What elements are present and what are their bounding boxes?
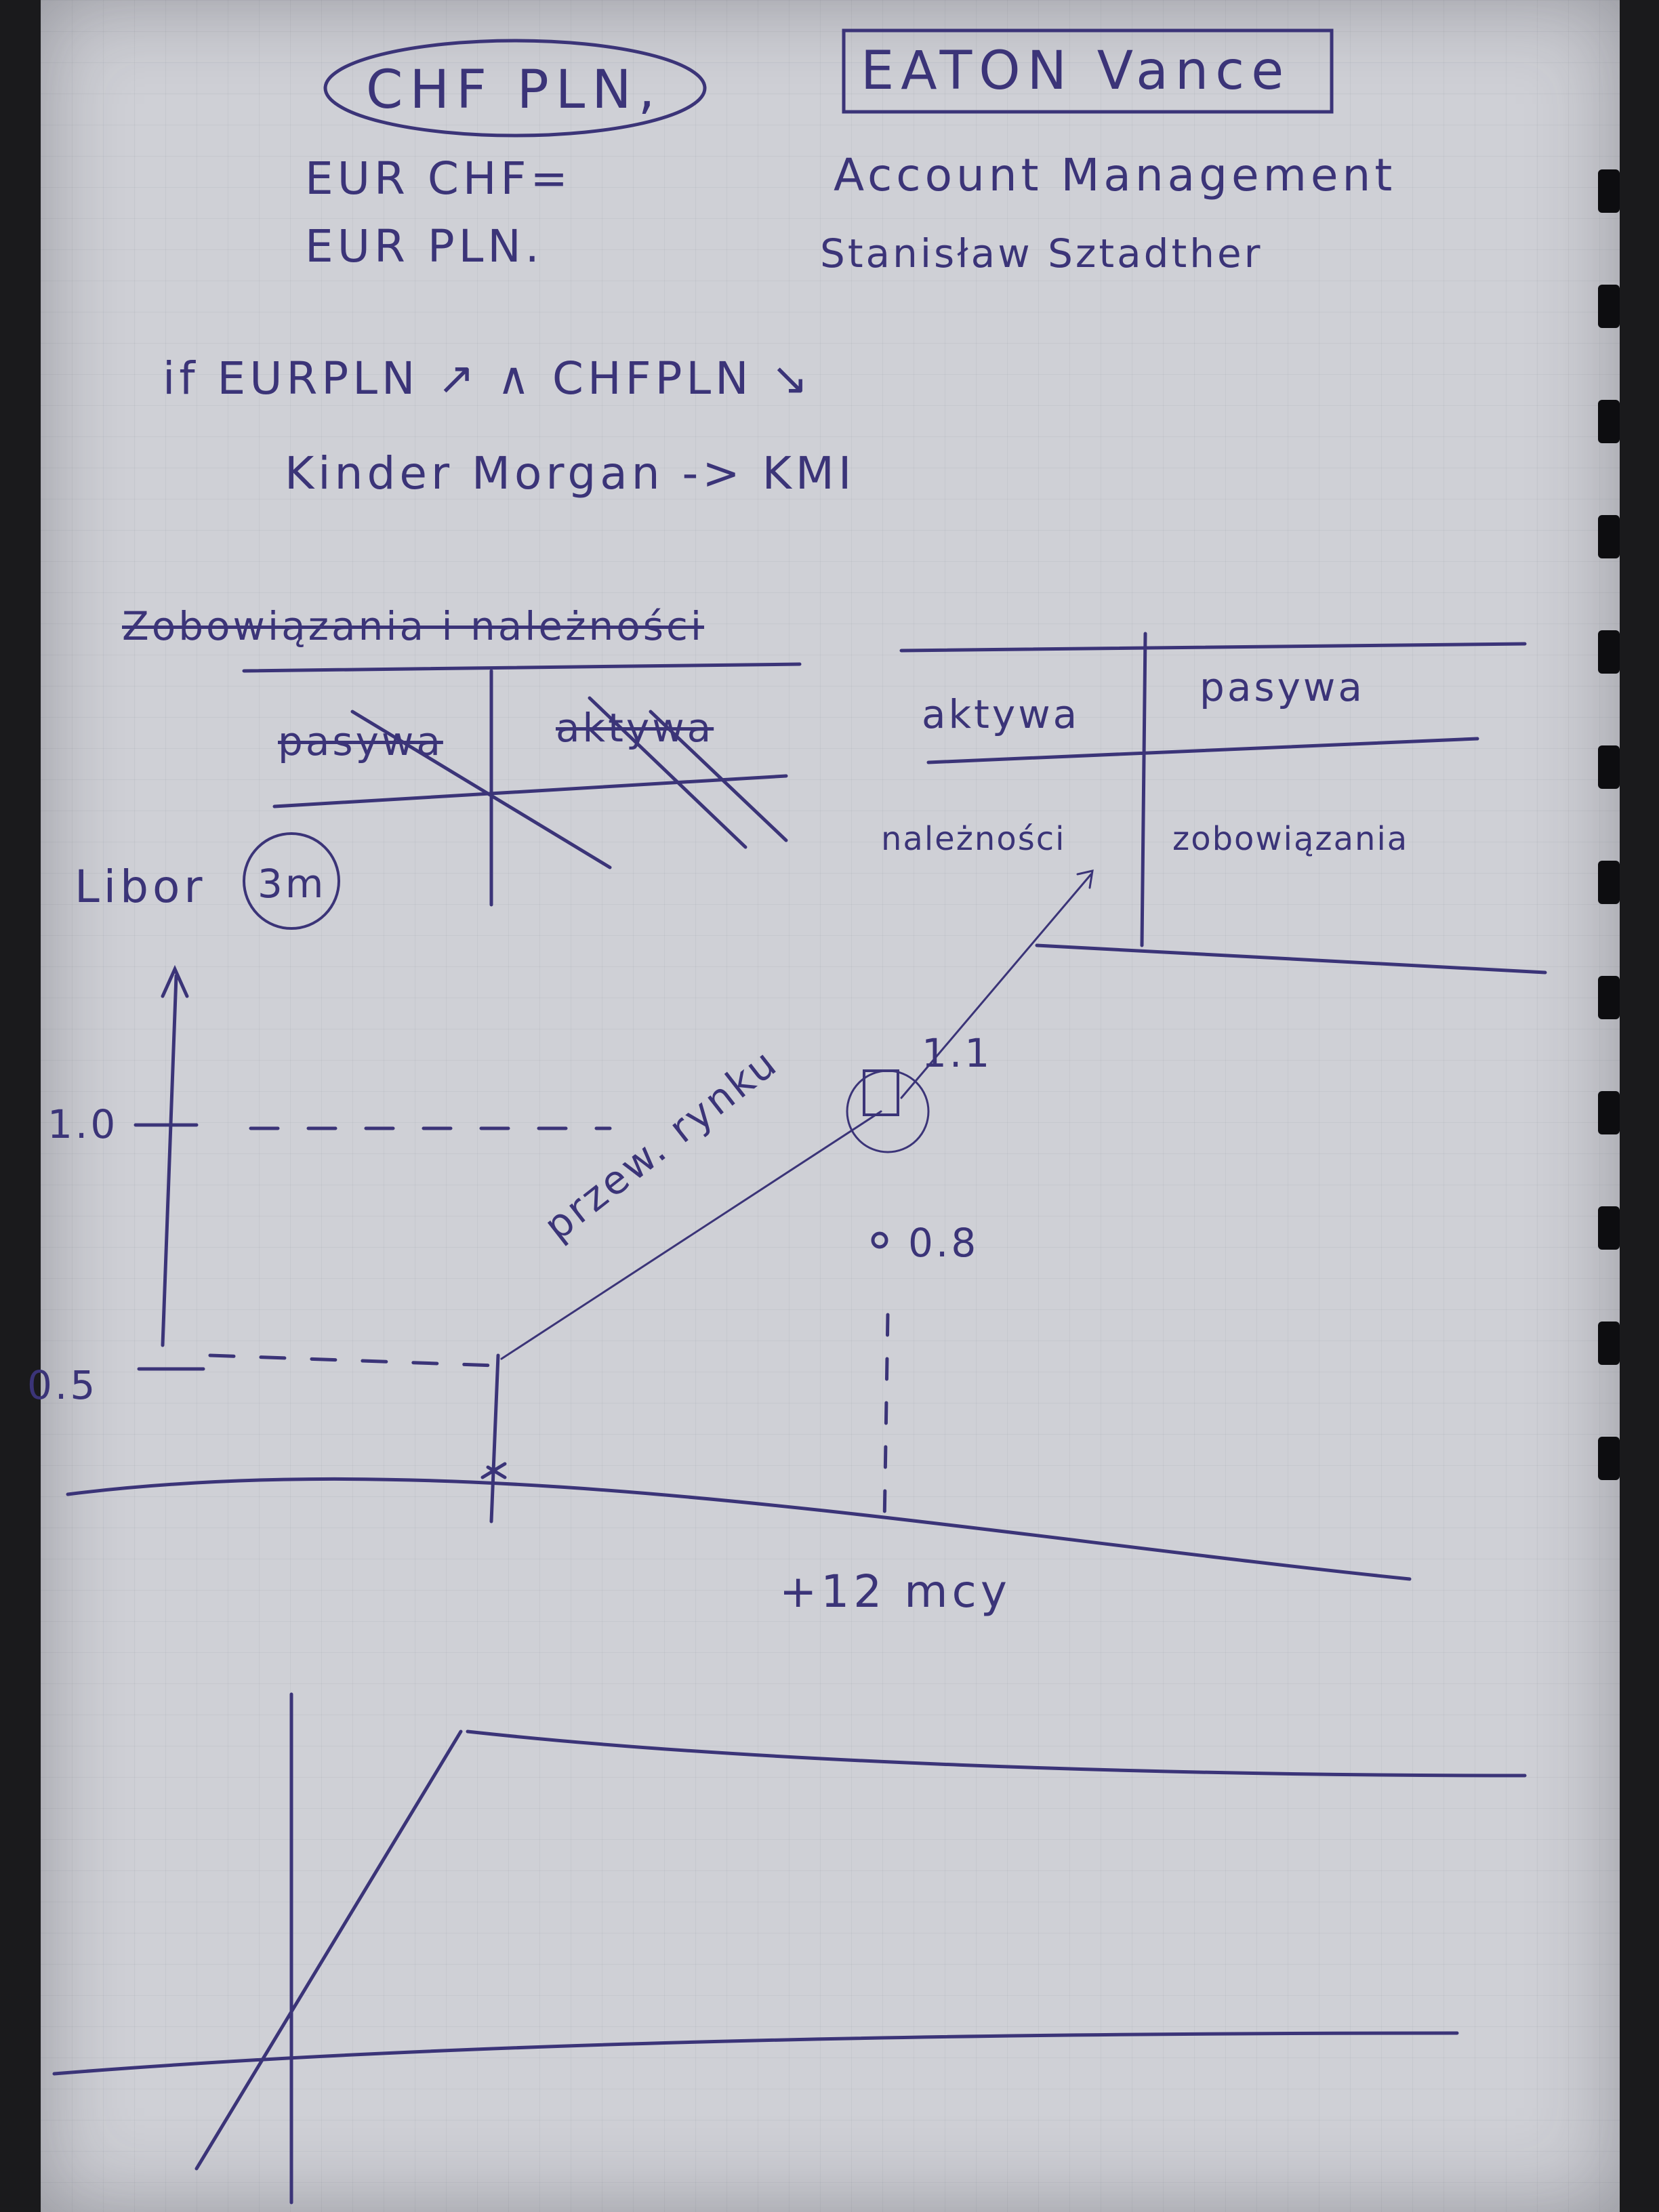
point-box	[863, 1069, 899, 1116]
libor-label: Libor	[75, 861, 207, 913]
spiral-ring	[1598, 861, 1620, 904]
start-marker	[480, 1353, 507, 1523]
spiral-ring	[1598, 1437, 1620, 1480]
dashed-12m	[882, 1313, 890, 1527]
person-name-note: Stanisław Sztadther	[820, 230, 1263, 276]
spiral-ring	[1598, 285, 1620, 328]
balance-right-value: zobowiązania	[1172, 820, 1409, 858]
y-tick-low-label: 0.5	[27, 1362, 98, 1408]
eur-pln-note: EUR PLN.	[305, 220, 544, 272]
libor-tenor: 3m	[258, 861, 327, 907]
lower-axes	[52, 1692, 1459, 2205]
title-ellipse	[323, 39, 707, 138]
y-axis	[161, 964, 189, 1347]
crossed-right-header: aktywa	[556, 705, 714, 751]
y-tick-high-label: 1.0	[47, 1101, 119, 1147]
crossed-table-lines	[242, 662, 802, 907]
point-mid	[871, 1231, 888, 1249]
spiral-ring	[1598, 169, 1620, 213]
spiral-ring	[1598, 400, 1620, 443]
eaton-vance-title: EATON Vance	[861, 41, 1291, 102]
chf-pln-title: CHF PLN,	[366, 60, 662, 121]
balance-left-value: należności	[881, 820, 1066, 858]
balance-left-header: aktywa	[922, 691, 1080, 737]
spiral-ring	[1598, 976, 1620, 1019]
spiral-ring	[1598, 630, 1620, 674]
crossed-left-header: pasywa	[278, 718, 443, 764]
point-mid-label: 0.8	[908, 1220, 979, 1266]
lower-curve	[194, 1729, 1527, 2171]
x-note-12m: +12 mcy	[779, 1565, 1011, 1618]
crossed-heading: Zobowiązania i należności	[122, 603, 705, 649]
point-circle	[846, 1069, 930, 1153]
condition-note: if EURPLN ↗ ∧ CHFPLN ↘	[163, 352, 813, 405]
balance-table-lines	[899, 632, 1547, 975]
spiral-ring	[1598, 1091, 1620, 1134]
eur-chf-note: EUR CHF=	[305, 152, 572, 205]
notebook-page	[41, 0, 1620, 2212]
spiral-ring	[1598, 1322, 1620, 1365]
balance-right-header: pasywa	[1200, 664, 1365, 710]
strike-lines	[350, 696, 788, 869]
spiral-ring	[1598, 745, 1620, 789]
title-box	[842, 28, 1334, 114]
forward-curve	[500, 869, 1094, 1360]
spiral-ring	[1598, 1206, 1620, 1250]
spiral-ring	[1598, 515, 1620, 558]
account-management-note: Account Management	[834, 149, 1397, 201]
tenor-circle	[243, 832, 340, 930]
y-ticks	[134, 1123, 205, 1371]
dashed-level-low	[208, 1353, 497, 1368]
point-high-label: 1.1	[922, 1030, 993, 1076]
x-axis-curve	[66, 1477, 1412, 1581]
kinder-morgan-note: Kinder Morgan -> KMI	[285, 447, 856, 499]
